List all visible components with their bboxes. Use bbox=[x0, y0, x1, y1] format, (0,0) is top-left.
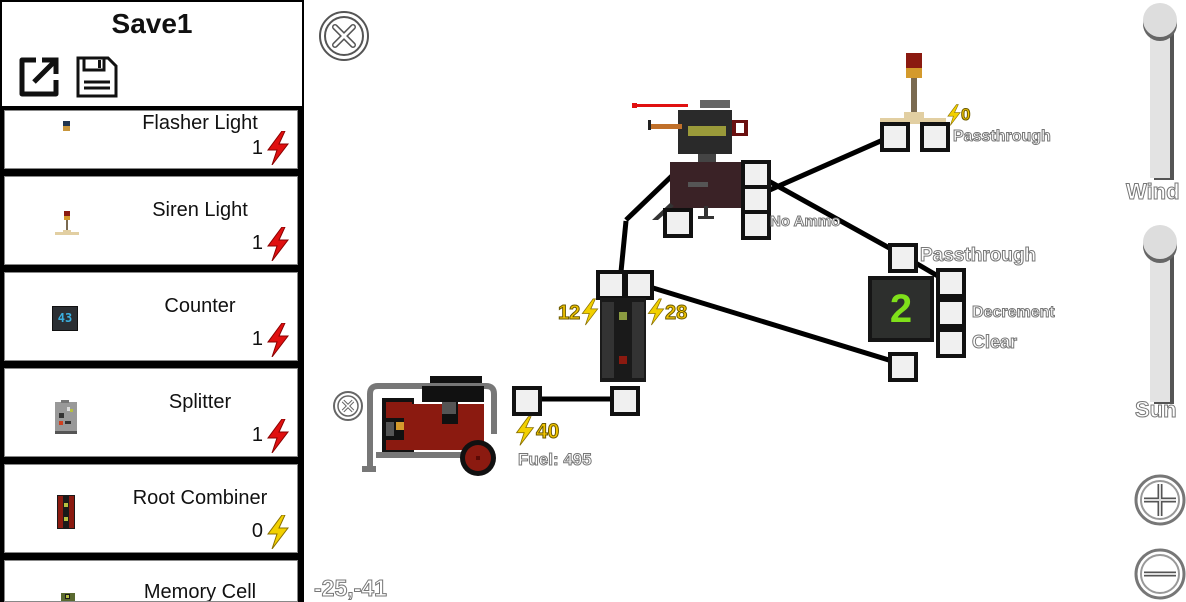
part-cost: 1 bbox=[251, 328, 263, 350]
red-bolt-icon bbox=[267, 227, 290, 261]
counter-label-decrement: Decrement bbox=[972, 304, 1056, 322]
red-bolt-icon bbox=[267, 419, 290, 453]
combiner-port-bottom[interactable] bbox=[610, 386, 640, 416]
sun-slider-track[interactable] bbox=[1150, 242, 1170, 402]
wire bbox=[624, 168, 680, 222]
memory-cell-icon bbox=[61, 593, 75, 601]
part-cost: 1 bbox=[251, 137, 263, 159]
counter-port-out[interactable] bbox=[936, 268, 966, 298]
part-name: Flasher Light bbox=[142, 112, 258, 134]
generator-fuel: Fuel: 495 bbox=[518, 450, 593, 469]
turret-sprite bbox=[632, 100, 748, 220]
counter-display: 2 bbox=[868, 276, 934, 342]
sun-slider-knob[interactable] bbox=[1143, 225, 1177, 259]
combiner-port-right[interactable] bbox=[624, 270, 654, 300]
part-name: Siren Light bbox=[152, 199, 248, 221]
siren-port-label: Passthrough bbox=[953, 128, 1052, 146]
wires-layer bbox=[524, 133, 950, 402]
zoom-out-icon[interactable] bbox=[1132, 546, 1186, 600]
wire bbox=[639, 281, 903, 367]
yellow-bolt-icon bbox=[947, 104, 961, 126]
combiner-left-power: 12 bbox=[557, 302, 581, 325]
generator-port[interactable] bbox=[512, 386, 542, 416]
siren-port-input[interactable] bbox=[880, 122, 910, 152]
save-title: Save1 bbox=[111, 8, 193, 39]
wind-slider-knob[interactable] bbox=[1143, 3, 1177, 37]
part-card-splitter[interactable]: Splitter 1 bbox=[4, 368, 298, 457]
part-cost: 1 bbox=[251, 424, 263, 446]
sun-label: Sun bbox=[1135, 397, 1178, 422]
counter-port-input[interactable] bbox=[888, 243, 918, 273]
part-card-root-combiner[interactable]: Root Combiner 0 bbox=[4, 464, 298, 553]
root-combiner-sprite bbox=[600, 298, 646, 382]
turret-status: No Ammo bbox=[769, 213, 841, 230]
wire bbox=[754, 133, 894, 199]
part-card-flasher-light[interactable]: Flasher Light 1 bbox=[4, 110, 298, 169]
flasher-light-icon bbox=[63, 121, 70, 131]
zoom-in-icon[interactable] bbox=[1132, 472, 1186, 526]
yellow-bolt-icon bbox=[515, 416, 535, 446]
part-card-siren-light[interactable]: Siren Light 1 bbox=[4, 176, 298, 265]
siren-power: 0 bbox=[960, 105, 971, 124]
turret-port-3[interactable] bbox=[741, 210, 771, 240]
part-name: Root Combiner bbox=[132, 487, 268, 509]
wind-label: Wind bbox=[1126, 179, 1181, 204]
counter-port-bottom[interactable] bbox=[888, 352, 918, 382]
counter-value: 2 bbox=[889, 287, 913, 331]
external-link-icon[interactable] bbox=[16, 54, 62, 100]
floppy-disk-icon[interactable] bbox=[74, 54, 120, 100]
combiner-port-left[interactable] bbox=[596, 270, 626, 300]
generator-power: 40 bbox=[535, 419, 560, 443]
counter-port-decrement[interactable] bbox=[936, 298, 966, 328]
wind-slider-track[interactable] bbox=[1150, 20, 1170, 178]
yellow-bolt-icon bbox=[267, 515, 290, 549]
part-card-counter[interactable]: 43 Counter 1 bbox=[4, 272, 298, 361]
yellow-bolt-icon bbox=[647, 298, 665, 326]
close-icon[interactable] bbox=[318, 10, 370, 62]
siren-light-sprite bbox=[880, 53, 946, 124]
splitter-icon bbox=[55, 400, 77, 434]
siren-port-passthrough[interactable] bbox=[920, 122, 950, 152]
sun-slider[interactable] bbox=[1140, 222, 1186, 402]
remove-generator-icon[interactable] bbox=[332, 390, 364, 422]
counter-label-clear: Clear bbox=[971, 332, 1018, 353]
part-name: Memory Cell bbox=[143, 581, 257, 602]
part-cost: 0 bbox=[251, 520, 263, 542]
combiner-right-power: 28 bbox=[664, 302, 688, 325]
generator-sprite bbox=[362, 376, 497, 476]
root-combiner-icon bbox=[57, 495, 75, 529]
wind-slider[interactable] bbox=[1140, 0, 1186, 200]
red-bolt-icon bbox=[267, 323, 290, 357]
siren-light-icon bbox=[55, 211, 79, 235]
part-name: Splitter bbox=[168, 391, 232, 413]
turret-port-input[interactable] bbox=[663, 208, 693, 238]
yellow-bolt-icon bbox=[581, 298, 599, 326]
counter-label-passthrough: Passthrough bbox=[919, 245, 1037, 267]
build-canvas[interactable]: No Ammo 0 Passthrough Passthrough 2 Decr… bbox=[304, 0, 1186, 602]
counter-port-clear[interactable] bbox=[936, 328, 966, 358]
red-bolt-icon bbox=[267, 131, 290, 165]
save-header: Save1 bbox=[0, 0, 304, 108]
part-cost: 1 bbox=[251, 232, 263, 254]
coordinates-readout: -25,-41 bbox=[314, 575, 388, 602]
part-card-memory-cell[interactable]: Memory Cell bbox=[4, 560, 298, 602]
counter-icon: 43 bbox=[52, 306, 78, 331]
part-name: Counter bbox=[164, 295, 236, 317]
